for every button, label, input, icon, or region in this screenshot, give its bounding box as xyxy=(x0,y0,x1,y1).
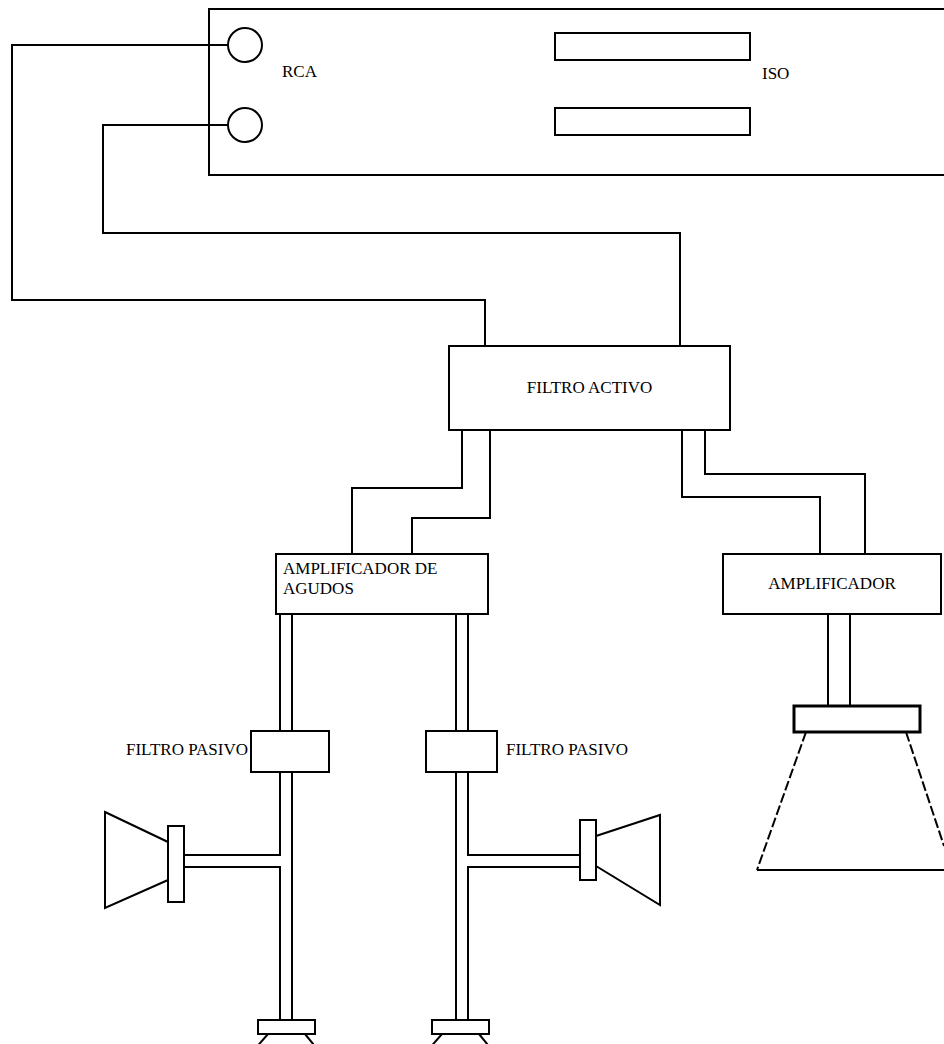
cable-ends xyxy=(412,431,490,553)
iso-slot xyxy=(555,33,750,60)
rca-jack xyxy=(228,108,262,142)
subwoofer-cone xyxy=(757,869,944,871)
cable-gap xyxy=(457,615,467,730)
node-label: AMPLIFICADOR xyxy=(768,574,896,594)
woofer-cone xyxy=(254,1034,268,1044)
node-label: FILTRO PASIVO xyxy=(126,740,248,760)
cable xyxy=(462,615,463,730)
woofer-magnet xyxy=(258,1020,315,1034)
passive-filter: FILTRO PASIVO xyxy=(425,730,498,773)
node-label: RCA xyxy=(282,62,317,82)
woofer-cone xyxy=(479,1034,492,1044)
speaker-wire xyxy=(829,612,849,706)
amplifier: AMPLIFICADOR xyxy=(722,553,942,615)
subwoofer-magnet xyxy=(794,706,920,732)
cable-ends xyxy=(352,431,462,553)
cable-line xyxy=(455,615,469,730)
tweeter-horn xyxy=(596,815,660,905)
speaker-wire xyxy=(462,856,581,866)
speaker-wire xyxy=(281,770,291,1021)
subwoofer-cone xyxy=(757,732,806,870)
node-label: FILTRO ACTIVO xyxy=(527,378,652,398)
cable-line xyxy=(352,431,462,553)
cable xyxy=(682,431,820,553)
tweeter-magnet xyxy=(168,826,184,902)
active-filter: FILTRO ACTIVO xyxy=(448,345,731,431)
rca-cable xyxy=(208,44,228,46)
subwoofer-cone xyxy=(906,732,944,846)
speaker-wire xyxy=(455,770,469,1021)
head-unit-ports xyxy=(208,8,944,176)
woofer-cone xyxy=(305,1034,318,1044)
cable-ends xyxy=(705,431,865,553)
node-label: FILTRO PASIVO xyxy=(506,740,628,760)
cable-line xyxy=(682,431,820,553)
cable-gap xyxy=(281,615,291,730)
node-label: ISO xyxy=(762,64,789,84)
cable-line xyxy=(412,431,490,553)
rca-cable xyxy=(208,124,228,126)
tweeter-horn xyxy=(105,812,168,908)
cable xyxy=(286,615,287,730)
cable-line xyxy=(279,615,293,730)
speaker-wire xyxy=(184,856,286,866)
speaker-wire xyxy=(827,612,851,706)
cable xyxy=(352,431,462,553)
cable-ends xyxy=(682,431,820,553)
speaker-wire xyxy=(279,770,293,1021)
node-label: AMPLIFICADOR DE AGUDOS xyxy=(277,559,487,600)
passive-filter: FILTRO PASIVO xyxy=(250,730,330,773)
iso-slot xyxy=(555,108,750,135)
tweeter-amplifier: AMPLIFICADOR DE AGUDOS xyxy=(275,553,489,615)
head-unit: RCA ISO xyxy=(208,8,944,176)
cable xyxy=(412,431,490,553)
rca-jack xyxy=(228,28,262,62)
cable-line xyxy=(705,431,865,553)
cable xyxy=(705,431,865,553)
woofer-magnet xyxy=(432,1020,489,1034)
speaker-wire xyxy=(457,770,467,1021)
woofer-cone xyxy=(428,1034,442,1044)
tweeter-magnet xyxy=(580,820,596,880)
cable-ends xyxy=(461,615,463,730)
cable-ends xyxy=(285,615,287,730)
